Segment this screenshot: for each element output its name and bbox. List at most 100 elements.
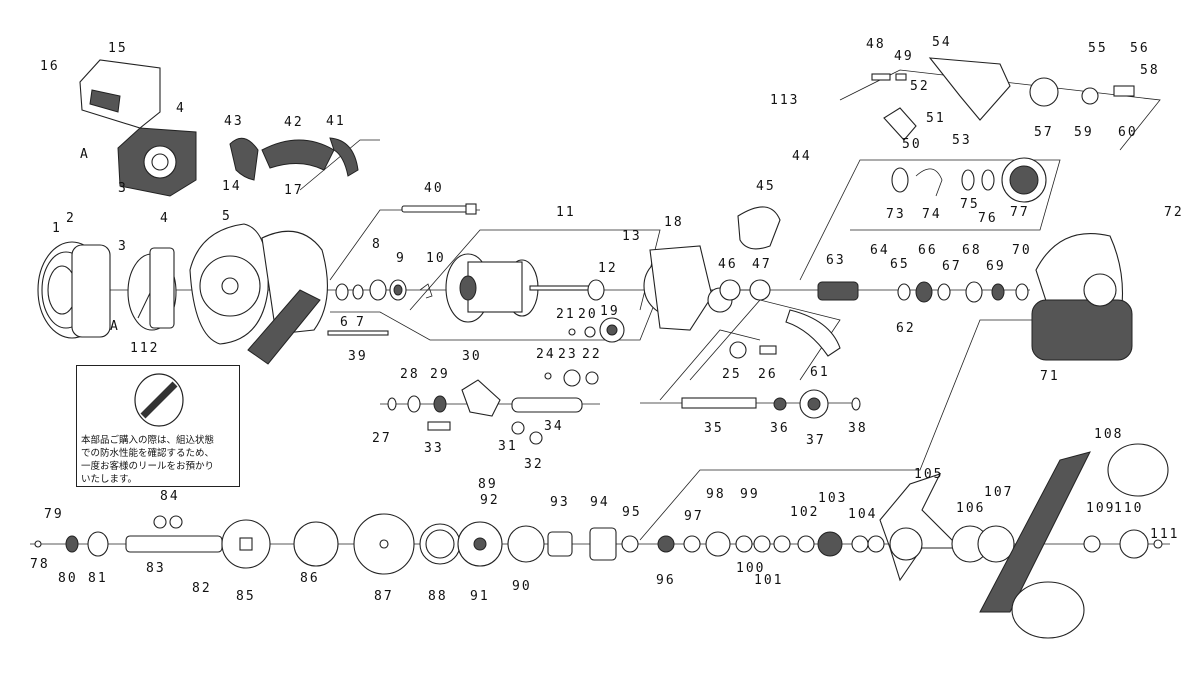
part-label-95: 95 — [622, 505, 642, 520]
part-label-78: 78 — [30, 557, 50, 572]
part-label-54: 54 — [932, 35, 952, 50]
part-label-72: 72 — [1164, 205, 1184, 220]
part-label-82: 82 — [192, 581, 212, 596]
part-label-49: 49 — [894, 49, 914, 64]
part-label-3: 3 — [118, 181, 128, 196]
part-label-62: 62 — [896, 321, 916, 336]
part-15-cover — [79, 59, 161, 129]
part-label-35: 35 — [704, 421, 724, 436]
part-18-frame — [643, 245, 733, 331]
part-label-9: 9 — [396, 251, 406, 266]
part-label-81: 81 — [88, 571, 108, 586]
notice-line-4: いたします。 — [81, 474, 138, 485]
part-label-7: 7 — [356, 315, 366, 330]
part-label-44: 44 — [792, 149, 812, 164]
part-label-25: 25 — [722, 367, 742, 382]
part-label-26: 26 — [758, 367, 778, 382]
part-label-5: 5 — [222, 209, 232, 224]
part-label-111: 111 — [1150, 527, 1179, 542]
part-label-91: 91 — [470, 589, 490, 604]
part-label-102: 102 — [790, 505, 819, 520]
part-label-110: 110 — [1114, 501, 1143, 516]
part-label-56: 56 — [1130, 41, 1150, 56]
part-label-42: 42 — [284, 115, 304, 130]
parts-35-38-worm — [681, 389, 861, 419]
part-label-36: 36 — [770, 421, 790, 436]
part-label-70: 70 — [1012, 243, 1032, 258]
part-label-59: 59 — [1074, 125, 1094, 140]
part-label-15: 15 — [108, 41, 128, 56]
part-label-108: 108 — [1094, 427, 1123, 442]
parts-41-43-arches — [229, 137, 359, 181]
part-label-75: 75 — [960, 197, 980, 212]
part-label-107: 107 — [984, 485, 1013, 500]
part-11-spool — [445, 253, 605, 323]
part-label-97: 97 — [684, 509, 704, 524]
part-label-64: 64 — [870, 243, 890, 258]
part-39-pin — [327, 330, 389, 336]
part-label-34: 34 — [544, 419, 564, 434]
part-label-57: 57 — [1034, 125, 1054, 140]
part-label-87: 87 — [374, 589, 394, 604]
part-label-74: 74 — [922, 207, 942, 222]
part-label-86: 86 — [300, 571, 320, 586]
part-label-69: 69 — [986, 259, 1006, 274]
notice-line-1: 本部品ご購入の際は、組込状態 — [81, 435, 215, 446]
part-label-103: 103 — [818, 491, 847, 506]
part-label-14: 14 — [222, 179, 242, 194]
part-label-38: 38 — [848, 421, 868, 436]
part-71-side-housing — [1031, 232, 1133, 361]
parts-19-24-gears — [544, 317, 625, 387]
part-label-66: 66 — [918, 243, 938, 258]
part-4-plate — [117, 127, 197, 197]
part-label-89: 89 — [478, 477, 498, 492]
part-label-48: 48 — [866, 37, 886, 52]
parts-27-34-lever — [387, 379, 583, 445]
part-label-11: 11 — [556, 205, 576, 220]
part-label-37: 37 — [806, 433, 826, 448]
part-label-52: 52 — [910, 79, 930, 94]
part-label-51: 51 — [926, 111, 946, 126]
part-label-80: 80 — [58, 571, 78, 586]
part-label-65: 65 — [890, 257, 910, 272]
part-label-90: 90 — [512, 579, 532, 594]
part-label-40: 40 — [424, 181, 444, 196]
part-label-1: 1 — [52, 221, 62, 236]
part-label-68: 68 — [962, 243, 982, 258]
part-label-94: 94 — [590, 495, 610, 510]
part-label-83: 83 — [146, 561, 166, 576]
part-label-53: 53 — [952, 133, 972, 148]
part-label-17: 17 — [284, 183, 304, 198]
part-label-61: 61 — [810, 365, 830, 380]
parts-6-10-rings — [335, 279, 433, 301]
part-label-101: 101 — [754, 573, 783, 588]
part-label-4: 4 — [176, 101, 186, 116]
part-label-50: 50 — [902, 137, 922, 152]
part-label-20: 20 — [578, 307, 598, 322]
part-label-29: 29 — [430, 367, 450, 382]
part-label-24: 24 — [536, 347, 556, 362]
part-label-63: 63 — [826, 253, 846, 268]
part-40-bolt — [401, 203, 477, 215]
part-label-98: 98 — [706, 487, 726, 502]
part-label-55: 55 — [1088, 41, 1108, 56]
part-label-99: 99 — [740, 487, 760, 502]
parts-44-47 — [719, 206, 781, 301]
part-label-16: 16 — [40, 59, 60, 74]
part-label-113: 113 — [770, 93, 799, 108]
part-1-side-cover — [37, 241, 111, 339]
part-label-109: 109 — [1086, 501, 1115, 516]
part-label-100: 100 — [736, 561, 765, 576]
part-label-21: 21 — [556, 307, 576, 322]
part-label-46: 46 — [718, 257, 738, 272]
part-label-92: 92 — [480, 493, 500, 508]
part-label-112: 112 — [130, 341, 159, 356]
part-label-10: 10 — [426, 251, 446, 266]
parts-61-70 — [785, 281, 1029, 357]
part-label-19: 19 — [600, 304, 620, 319]
part-label-4: 4 — [160, 211, 170, 226]
part-label-93: 93 — [550, 495, 570, 510]
part-label-6: 6 — [340, 315, 350, 330]
part-label-71: 71 — [1040, 369, 1060, 384]
